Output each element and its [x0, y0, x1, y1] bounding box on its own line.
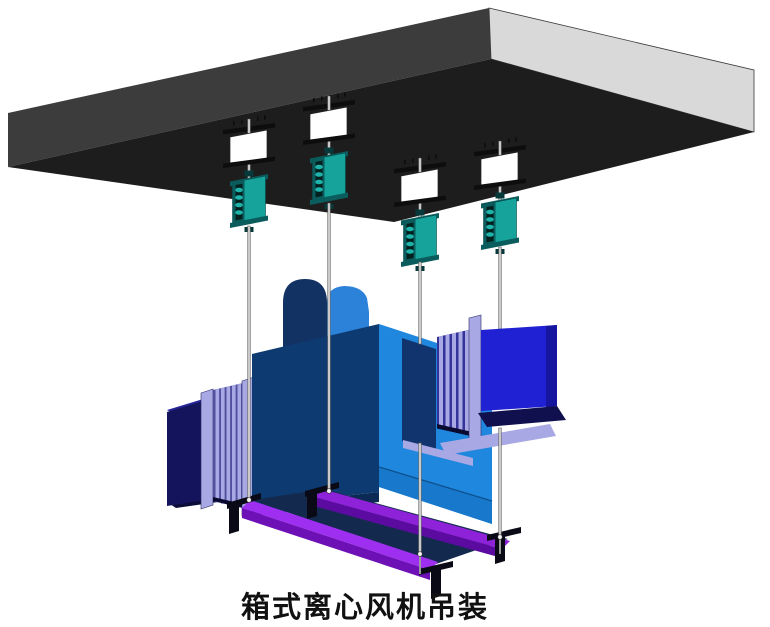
hanger-rods-lower: [246, 202, 503, 574]
housing-front-face: [252, 324, 379, 506]
hanger-rod-1: [247, 225, 251, 500]
hanger-rod-4-lower: [498, 427, 502, 537]
slab-front-face: [8, 8, 491, 167]
inlet-accordion-pleats: [215, 383, 242, 509]
diagram-caption: 箱式离心风机吊装: [240, 590, 490, 624]
rail-back-top: [314, 489, 510, 549]
rod-bolt: [246, 497, 252, 503]
channel-rail-back: [305, 482, 521, 564]
hanger-rod-3-lower: [418, 442, 422, 555]
outlet-flange: [468, 314, 482, 446]
rail-end-bracket: [419, 561, 453, 599]
outlet-accordion-shadow: [437, 424, 477, 438]
outlet-flexible-connector: [437, 314, 482, 446]
ceiling-slab: [8, 7, 755, 222]
hanger-rod-3-upper: [418, 261, 422, 345]
rail-front-top: [242, 500, 438, 570]
hanger-rod-2: [327, 202, 331, 491]
rod-stub-3: [419, 554, 421, 574]
rod-bolt: [497, 534, 503, 540]
outlet-duct: [440, 325, 566, 455]
outlet-bottom-flange: [440, 424, 556, 455]
rod-bolt: [326, 488, 332, 494]
rod-bolts: [246, 488, 503, 557]
rail-end-bracket: [227, 493, 261, 534]
channel-rail-front: [227, 493, 453, 599]
outlet-duct-edge: [546, 325, 557, 408]
rod-bolt: [417, 551, 423, 557]
outlet-inset-shadow: [402, 338, 436, 452]
outlet-duct-face: [481, 325, 557, 411]
housing-base-tint: [379, 467, 492, 524]
inlet-flexible-connector: [200, 376, 255, 517]
fan-unit: [167, 246, 566, 524]
rail-back-side: [314, 497, 502, 558]
slab-underside: [8, 59, 754, 222]
rod-stub-4: [499, 536, 501, 554]
hanger-rod-4-upper: [498, 246, 502, 330]
housing-seam: [378, 466, 493, 502]
inlet-flange-outer: [200, 388, 214, 510]
outlet-duct-bottom: [478, 406, 566, 427]
rail-front-side: [242, 508, 430, 580]
